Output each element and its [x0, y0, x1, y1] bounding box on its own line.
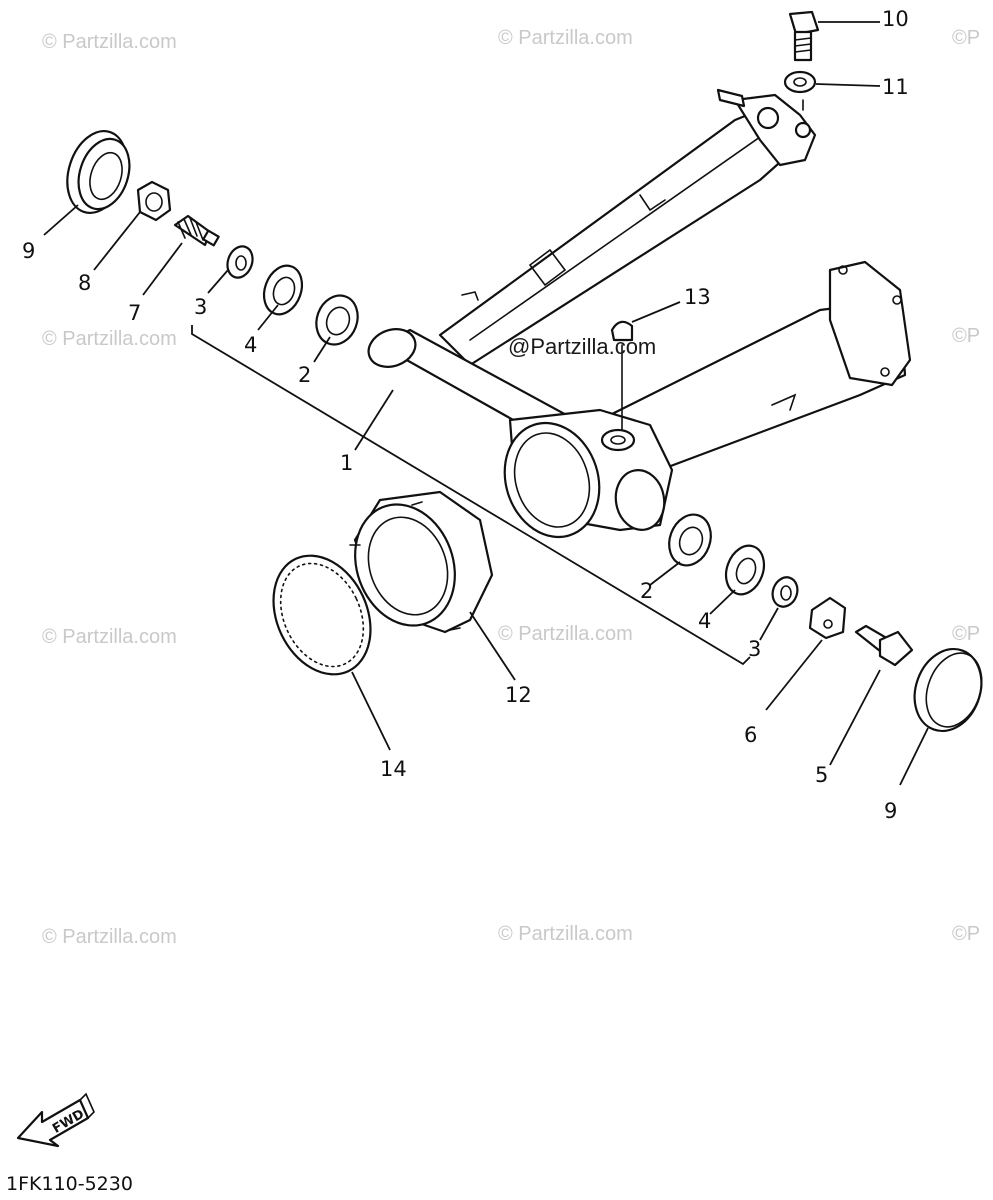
callout-1: 1 [340, 451, 353, 475]
callout-5: 5 [815, 763, 828, 787]
callout-2: 2 [298, 363, 311, 387]
callout-10: 10 [882, 7, 909, 31]
callout-4: 4 [698, 609, 711, 633]
callout-9: 9 [884, 799, 897, 823]
watermark-edge: ©P [952, 923, 980, 945]
callout-14: 14 [380, 757, 407, 781]
watermark: © Partzilla.com [498, 27, 633, 49]
watermark-edge: ©P [952, 623, 980, 645]
callout-6: 6 [744, 723, 757, 747]
callout-12: 12 [505, 683, 532, 707]
swing-arm [367, 88, 912, 539]
callout-3: 3 [194, 295, 207, 319]
right-hardware [668, 513, 983, 733]
fwd-arrow: FWD [16, 1092, 95, 1148]
left-hardware [66, 130, 359, 346]
callout-2: 2 [640, 579, 653, 603]
watermark: © Partzilla.com [42, 626, 177, 648]
watermark-edge: ©P [952, 325, 980, 347]
watermark: © Partzilla.com [42, 328, 177, 350]
callout-8: 8 [78, 271, 91, 295]
watermark: © Partzilla.com [498, 623, 633, 645]
rubber-boot [349, 490, 494, 634]
callout-11: 11 [882, 75, 909, 99]
callout-9: 9 [22, 239, 35, 263]
cap [610, 320, 634, 431]
leader-lines [43, 21, 929, 786]
diagram-code: 1FK110-5230 [6, 1173, 133, 1195]
hose-band [272, 554, 372, 676]
watermark-layer: © Partzilla.com © Partzilla.com ©P © Par… [42, 27, 980, 948]
top-hardware [783, 10, 820, 111]
callout-3: 3 [748, 637, 761, 661]
callout-4: 4 [244, 333, 257, 357]
watermark-center: @Partzilla.com [508, 334, 656, 359]
callout-13: 13 [684, 285, 711, 309]
callout-numbers: 9 8 7 3 4 2 1 2 4 3 6 5 9 12 14 13 10 11 [22, 7, 909, 823]
callout-7: 7 [128, 301, 141, 325]
assembly-bracket [191, 325, 751, 666]
watermark-edge: ©P [952, 27, 980, 49]
watermark: © Partzilla.com [42, 926, 177, 948]
watermark: © Partzilla.com [498, 923, 633, 945]
watermark: © Partzilla.com [42, 31, 177, 53]
